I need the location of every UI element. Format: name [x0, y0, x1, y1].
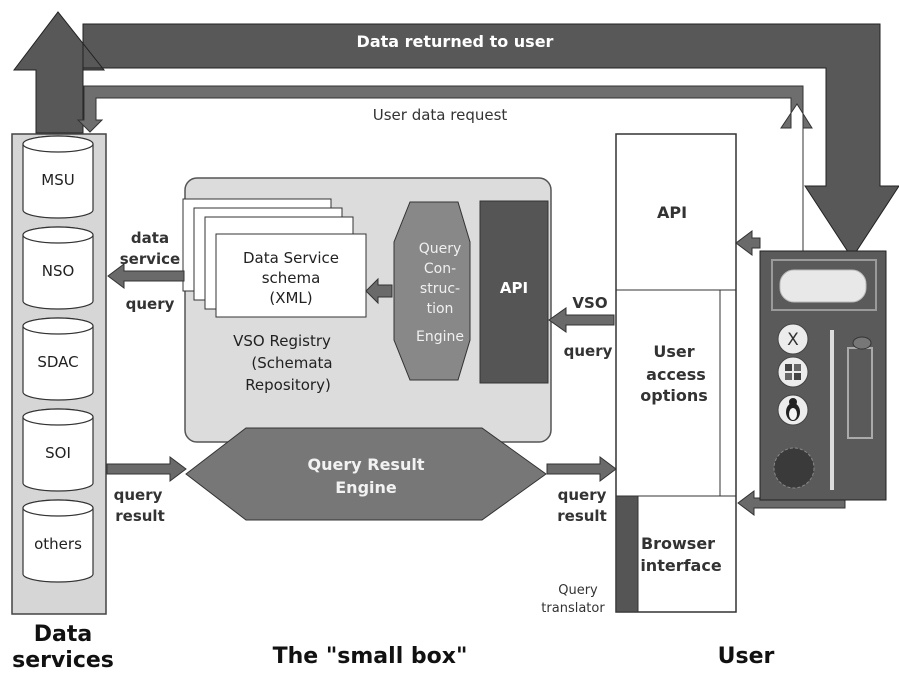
user-panel: [615, 133, 737, 613]
small-box-api-label: API: [500, 279, 528, 297]
registry-label-2: (Schemata: [251, 354, 332, 372]
mac-os-x-icon: X: [777, 323, 809, 355]
query-construction-engine: [393, 201, 471, 381]
options-label-1: User: [653, 342, 694, 361]
left-result-label-2: result: [115, 507, 165, 525]
schema-label-3: (XML): [269, 289, 312, 307]
qce-label-2: Con-: [424, 261, 456, 277]
query-label: query: [126, 295, 175, 313]
logo-graphic: [773, 447, 815, 489]
data-services-title-2: services: [12, 648, 114, 673]
windows-icon: [777, 356, 809, 388]
qre-to-user-arrow: [546, 456, 617, 482]
query-to-services-arrow: [107, 263, 185, 289]
keyboard-screen: [779, 269, 867, 303]
options-label-3: options: [640, 386, 707, 405]
qce-label-5: Engine: [416, 329, 464, 345]
browser-label-1: Browser: [641, 534, 715, 553]
schema-sheet-front: [215, 233, 367, 318]
qce-label-4: tion: [427, 301, 454, 317]
data-service-label: MSU: [41, 171, 74, 189]
registry-label-1: VSO Registry: [233, 332, 331, 350]
svg-text:X: X: [787, 330, 799, 350]
user-api-label: API: [657, 203, 687, 222]
services-to-qre-arrow: [106, 456, 187, 482]
data-service-label: others: [34, 535, 82, 553]
data-service-label: SDAC: [37, 353, 78, 371]
schema-label-2: schema: [262, 269, 321, 287]
qce-to-schema-arrow: [365, 277, 393, 305]
user-request-arrow: [76, 85, 813, 262]
qce-label-3: struc-: [420, 281, 460, 297]
user-title: User: [718, 644, 775, 669]
qre-label-2: Engine: [335, 478, 397, 497]
qre-label-1: Query Result: [308, 455, 425, 474]
data-services-title-1: Data: [34, 622, 92, 647]
registry-label-3: Repository): [245, 376, 331, 394]
small-box-api-block: [479, 200, 549, 384]
image-to-api-arrow: [735, 230, 761, 256]
left-result-label-1: query: [114, 486, 163, 504]
right-result-label-2: result: [557, 507, 607, 525]
browser-label-2: interface: [640, 556, 722, 575]
vso-query-arrow: [548, 307, 615, 333]
right-result-label-1: query: [558, 486, 607, 504]
query-translator-bar: [615, 495, 639, 613]
options-label-2: access: [646, 365, 706, 384]
data-service-cylinder: SDAC: [22, 317, 94, 401]
image-to-browser-arrow: [737, 490, 846, 516]
qce-label-1: Query: [419, 241, 462, 257]
data-service-label: SOI: [45, 444, 71, 462]
query-result-engine: [185, 427, 547, 521]
data-returned-arrow: [12, 11, 899, 259]
data-service-label-2: service: [120, 250, 180, 268]
vso-label-2: query: [564, 342, 613, 360]
data-service-cylinder: SOI: [22, 408, 94, 492]
data-service-cylinder: NSO: [22, 226, 94, 310]
user-request-label: User data request: [373, 106, 508, 124]
data-service-label-1: data: [131, 229, 169, 247]
small-box-title: The "small box": [273, 644, 468, 669]
keyboard-graphic: [771, 259, 877, 311]
linux-penguin-icon: [777, 394, 809, 426]
schema-label-1: Data Service: [243, 249, 339, 267]
data-service-cylinder: MSU: [22, 135, 94, 219]
data-service-label: NSO: [42, 262, 75, 280]
data-service-cylinder: others: [22, 499, 94, 583]
data-returned-label: Data returned to user: [357, 32, 554, 51]
vso-label-1: VSO: [572, 294, 607, 312]
mouse-graphic: [852, 336, 872, 350]
translator-label-2: translator: [541, 601, 605, 616]
translator-label-1: Query: [558, 583, 598, 598]
